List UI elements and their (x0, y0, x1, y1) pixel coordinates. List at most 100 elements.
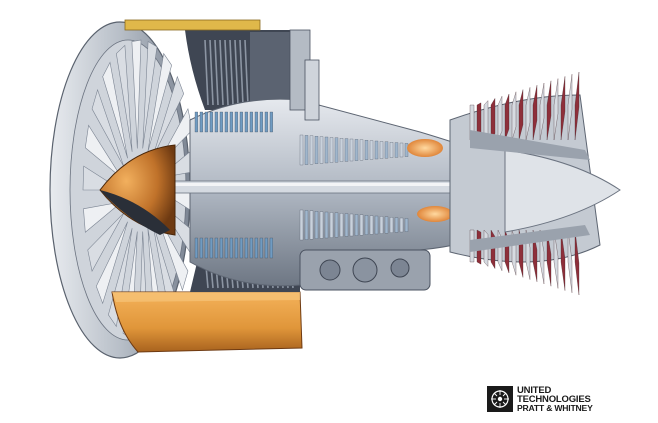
hpc-blade (394, 142, 399, 158)
bypass-duct-upper (124, 19, 300, 110)
compressor-blade (264, 237, 268, 259)
hpc-blade (394, 217, 399, 233)
hpc-blade (374, 215, 379, 235)
hpc-blade (379, 141, 384, 159)
compressor-blade (194, 111, 198, 133)
turbine-blade (539, 82, 545, 141)
compressor-blade (199, 111, 203, 133)
compressor-blade (269, 237, 273, 259)
hpc-blade (364, 215, 369, 235)
turbine-blade (546, 229, 552, 287)
turbine-blade (511, 91, 517, 141)
hpc-blade (384, 141, 389, 159)
compressor-blade (239, 237, 243, 259)
pratt-whitney-eagle-icon (487, 386, 513, 412)
hpc-blade (324, 136, 329, 164)
compressor-blade (229, 111, 233, 133)
compressor-blade (234, 111, 238, 133)
hpc-blade (329, 137, 334, 163)
compressor-blade (224, 111, 228, 133)
hpc-blade (354, 139, 359, 161)
hpc-blade (389, 217, 394, 233)
pylon-struts (289, 29, 320, 121)
turbine-blade (518, 89, 524, 141)
hpc-blade (339, 213, 344, 237)
core-engine (174, 98, 521, 287)
compressor-blade (219, 111, 223, 133)
compressor-blade (209, 237, 213, 259)
hpc-blade (339, 138, 344, 162)
hpc-blade (319, 136, 324, 164)
guide-vane (234, 39, 239, 106)
hpc-blade (369, 140, 374, 160)
fan-blade (115, 44, 133, 152)
hpc-blade (404, 218, 409, 232)
fan-blade (142, 41, 158, 149)
turbine-blade (539, 229, 545, 285)
fan-blade (102, 61, 128, 159)
compressor-blade (224, 237, 228, 259)
compressor-blade (269, 111, 273, 133)
guide-vane (214, 39, 219, 106)
compressor-blade (259, 237, 263, 259)
fan-blade (95, 221, 128, 305)
guide-vane (204, 39, 209, 106)
turbine-blade (504, 93, 510, 141)
logo-line-1: UNITED (517, 384, 552, 396)
hpc-blade (334, 137, 339, 163)
hpc-blade (314, 211, 319, 239)
hpc-blade (324, 211, 329, 239)
turbine-blade (560, 76, 566, 141)
hpc-blade (399, 217, 404, 233)
turbine-blade (532, 85, 538, 141)
fan-blade (147, 52, 172, 152)
logo-line-2: TECHNOLOGIES (517, 393, 591, 405)
hpc-blade (329, 212, 334, 238)
compressor-blade (254, 237, 258, 259)
hpc-blade (299, 134, 304, 166)
hpc-blade (334, 212, 339, 238)
hpc-blade (304, 210, 309, 240)
exhaust-nozzle (470, 130, 621, 252)
hpc-blade (359, 214, 364, 236)
compressor-blade (244, 237, 248, 259)
compressor-blade (204, 111, 208, 133)
guide-vane (244, 39, 249, 106)
hpc-blade (304, 135, 309, 165)
hpc-blade (309, 135, 314, 165)
compressor-blade (254, 111, 258, 133)
turbine-blade (567, 229, 573, 293)
turbine-blade (490, 97, 496, 141)
compressor-blade (194, 237, 198, 259)
turbine-blade (497, 96, 503, 141)
compressor-blade (234, 237, 238, 259)
compressor-blade (259, 111, 263, 133)
hpc-blade (379, 216, 384, 234)
hpc-blade (349, 213, 354, 237)
hpc-blade (364, 140, 369, 160)
guide-vane (209, 39, 214, 106)
turbine-blade (574, 229, 580, 296)
turbine-blade (574, 71, 580, 141)
compressor-blade (249, 111, 253, 133)
compressor-blade (209, 111, 213, 133)
hpc-blade (359, 139, 364, 161)
hpc-blade (369, 215, 374, 235)
company-logo: UNITED TECHNOLOGIES PRATT & WHITNEY (487, 384, 617, 414)
fan-blade (91, 88, 125, 168)
compressor-blade (244, 111, 248, 133)
turbine-blade (553, 78, 559, 141)
fan-blade (87, 212, 125, 272)
compressor-blade (229, 237, 233, 259)
combustor-upper (407, 139, 443, 157)
fan-blade (83, 201, 123, 233)
fan-blade (84, 124, 123, 179)
fan-blade (131, 39, 142, 149)
hpc-blade (354, 214, 359, 236)
accessory-gearbox (299, 249, 431, 291)
hpc-blade (309, 210, 314, 240)
hpc-blade (389, 142, 394, 158)
hpc-blade (344, 138, 349, 162)
hpc-blade (344, 213, 349, 237)
